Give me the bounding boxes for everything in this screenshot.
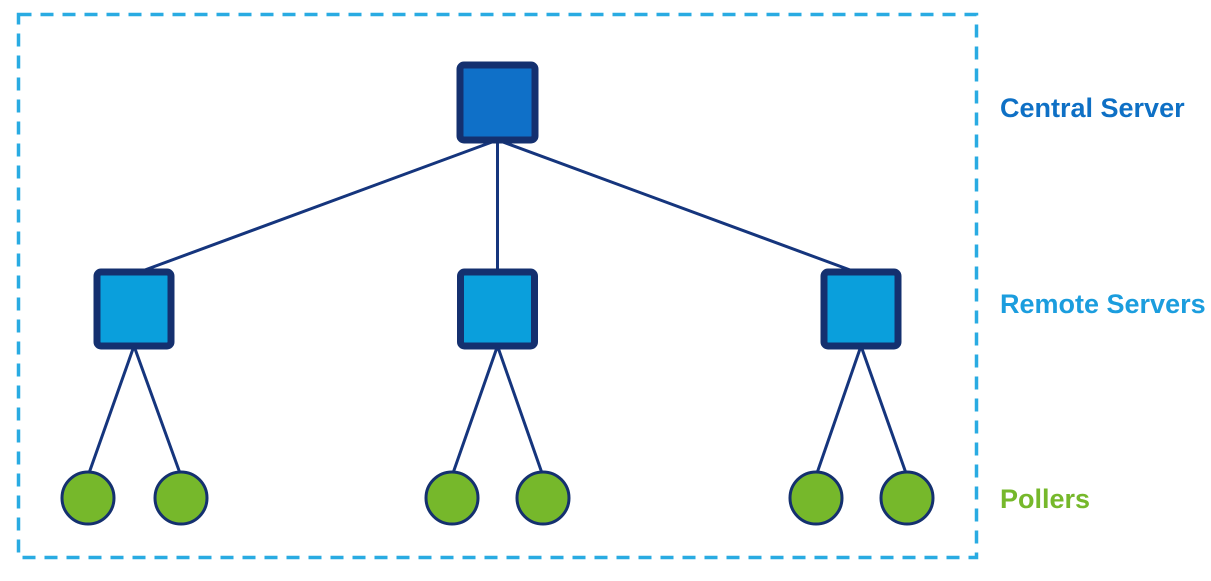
diagram-dashed-boundary xyxy=(16,12,979,560)
poller-node-2 xyxy=(153,470,209,526)
poller-node-5 xyxy=(788,470,844,526)
remote-server-node-1 xyxy=(93,268,175,350)
edge-remote-2-to-poller-4 xyxy=(496,345,545,477)
edge-remote-3-to-poller-5 xyxy=(814,345,863,477)
edge-remote-2-to-poller-3 xyxy=(450,345,499,477)
central-server-node xyxy=(456,61,539,144)
edge-central-to-remote-3 xyxy=(496,138,862,276)
poller-node-4 xyxy=(515,470,571,526)
pollers-label: Pollers xyxy=(1000,484,1090,514)
poller-node-6 xyxy=(879,470,935,526)
edge-remote-3-to-poller-6 xyxy=(859,345,909,477)
central-server-label: Central Server xyxy=(1000,93,1185,123)
remote-servers-label: Remote Servers xyxy=(1000,289,1206,319)
edge-remote-1-to-poller-2 xyxy=(132,345,183,477)
remote-server-node-3 xyxy=(820,268,902,350)
poller-node-1 xyxy=(60,470,116,526)
edge-central-to-remote-1 xyxy=(133,138,499,276)
poller-node-3 xyxy=(424,470,480,526)
edge-remote-1-to-poller-1 xyxy=(86,345,136,477)
remote-server-node-2 xyxy=(457,268,538,350)
